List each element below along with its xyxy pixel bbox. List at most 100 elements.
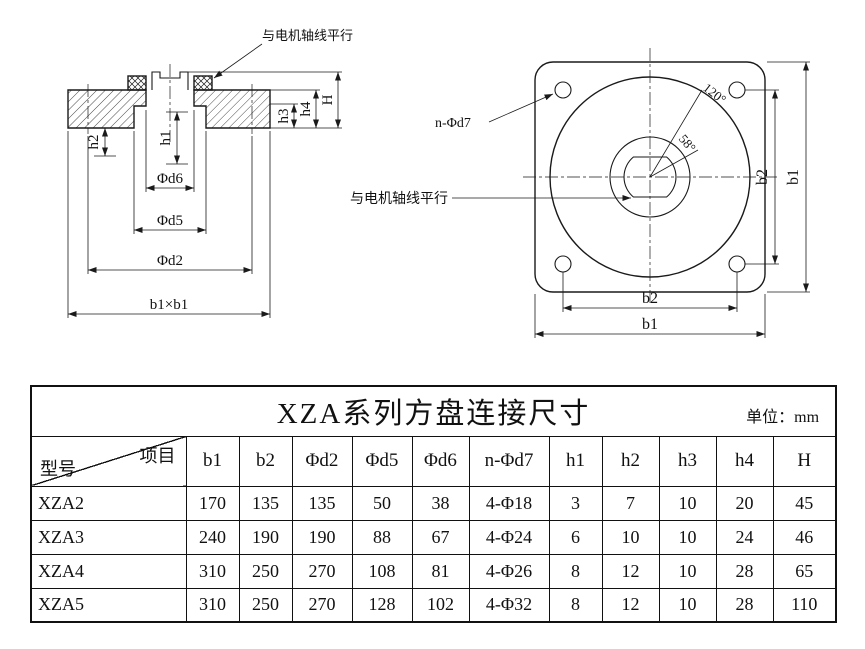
corner-label-model: 型号: [40, 458, 76, 479]
value-cell: 135: [238, 485, 293, 521]
dimension-h2-group: h2: [86, 128, 116, 157]
dimension-d2-group: Φd2: [87, 136, 253, 274]
hub-circle: [609, 136, 691, 218]
value-cell: 108: [351, 553, 413, 589]
corner-cell: 项目 型号: [30, 435, 187, 487]
value-cell: 4-Φ18: [468, 485, 550, 521]
value-cell: 3: [548, 485, 603, 521]
leader-line: [488, 93, 554, 123]
front-axis-callout: 与电机轴线平行: [350, 191, 631, 207]
leader-line: [213, 43, 263, 79]
dim-label-h3: h3: [276, 109, 292, 124]
column-header-b2: b2: [238, 435, 293, 487]
column-header-h4: h4: [715, 435, 774, 487]
value-cell: 88: [351, 519, 413, 555]
dimension-b2-bottom-group: b2: [562, 272, 738, 312]
dimension-d6-group: Φd6: [145, 110, 195, 192]
column-header-h3: h3: [658, 435, 717, 487]
front-axis-label: 与电机轴线平行: [350, 191, 448, 207]
table-row: XZA2 170 135 135 50 38 4-Φ18 3 7 10 20 4…: [30, 485, 837, 521]
value-cell: 4-Φ26: [468, 553, 550, 589]
shaft-step-profile: [151, 71, 189, 90]
square-flange-outline: [534, 61, 766, 293]
dimension-d5-group: Φd5: [133, 131, 207, 234]
model-cell: XZA2: [30, 485, 187, 521]
drawing-canvas: 与电机轴线平行 h3 h4 H h2: [67, 28, 810, 338]
value-cell: 135: [291, 485, 353, 521]
value-cell: 10: [658, 519, 717, 555]
value-cell: 250: [238, 553, 293, 589]
dimension-b2-right-group: b2: [745, 89, 779, 265]
value-cell: 4-Φ24: [468, 519, 550, 555]
value-cell: 24: [715, 519, 774, 555]
hole-count-label: n-Φd7: [435, 116, 471, 131]
column-header-H: H: [772, 435, 837, 487]
value-cell: 10: [658, 485, 717, 521]
column-header-h2: h2: [601, 435, 660, 487]
table-title: XZA系列方盘连接尺寸: [276, 398, 591, 431]
dimension-b1xb1-group: b1×b1: [67, 131, 271, 318]
value-cell: 6: [548, 519, 603, 555]
dim-label-b1xb1: b1×b1: [150, 297, 188, 313]
corner-hole: [728, 255, 746, 273]
value-cell: 38: [411, 485, 470, 521]
column-header-d6: Φd6: [411, 435, 470, 487]
section-view: 与电机轴线平行 h3 h4 H h2: [67, 28, 353, 318]
front-view: 120° 58° n-Φd7 与电机轴线平行 b2: [350, 48, 810, 338]
section-axis-callout: 与电机轴线平行: [213, 28, 353, 79]
value-cell: 110: [772, 587, 837, 623]
value-cell: 240: [185, 519, 240, 555]
unit-label: 单位：mm: [746, 408, 820, 426]
title-row: XZA系列方盘连接尺寸 单位：mm: [30, 385, 837, 437]
dimension-b1-right-group: b1: [767, 61, 810, 293]
model-cell: XZA4: [30, 553, 187, 589]
dim-label-d2: Φd2: [157, 253, 183, 269]
dim-label-b1-bottom: b1: [642, 316, 658, 333]
dimension-b1-bottom-group: b1: [534, 294, 766, 338]
dim-label-d6: Φd6: [157, 171, 183, 187]
value-cell: 270: [291, 553, 353, 589]
value-cell: 190: [291, 519, 353, 555]
corner-hole: [728, 81, 746, 99]
value-cell: 128: [351, 587, 413, 623]
angle-120-annotation: 120°: [649, 80, 729, 178]
value-cell: 10: [601, 519, 660, 555]
dim-label-H: H: [320, 94, 336, 105]
dim-label-h4: h4: [298, 101, 314, 117]
table-title-cell: XZA系列方盘连接尺寸 单位：mm: [30, 385, 837, 437]
dim-label-b1-right: b1: [785, 169, 802, 185]
value-cell: 28: [715, 553, 774, 589]
value-cell: 10: [658, 587, 717, 623]
value-cell: 12: [601, 587, 660, 623]
dimension-table: XZA系列方盘连接尺寸 单位：mm 项目 型号 b1 b2 Φd2 Φd5 Φd…: [30, 385, 838, 623]
value-cell: 8: [548, 587, 603, 623]
boss-ring-left: [127, 75, 147, 91]
dim-label-b2-bottom: b2: [642, 290, 658, 307]
flange-section-left: [67, 89, 147, 129]
column-header-b1: b1: [185, 435, 240, 487]
column-header-d5: Φd5: [351, 435, 413, 487]
value-cell: 7: [601, 485, 660, 521]
dim-label-h1: h1: [158, 131, 174, 146]
corner-hole: [554, 255, 572, 273]
value-cell: 170: [185, 485, 240, 521]
hole-callout: n-Φd7: [435, 93, 554, 131]
corner-label-item: 项目: [139, 445, 176, 466]
value-cell: 20: [715, 485, 774, 521]
value-cell: 50: [351, 485, 413, 521]
model-cell: XZA5: [30, 587, 187, 623]
table-row: XZA5 310 250 270 128 102 4-Φ32 8 12 10 2…: [30, 587, 837, 623]
dim-label-b2-right: b2: [754, 169, 771, 185]
value-cell: 250: [238, 587, 293, 623]
flange-section-right: [193, 89, 271, 129]
value-cell: 4-Φ32: [468, 587, 550, 623]
value-cell: 65: [772, 553, 837, 589]
value-cell: 12: [601, 553, 660, 589]
model-cell: XZA3: [30, 519, 187, 555]
value-cell: 67: [411, 519, 470, 555]
value-cell: 270: [291, 587, 353, 623]
value-cell: 102: [411, 587, 470, 623]
boss-ring-right: [193, 75, 213, 91]
value-cell: 310: [185, 587, 240, 623]
corner-hole: [554, 81, 572, 99]
